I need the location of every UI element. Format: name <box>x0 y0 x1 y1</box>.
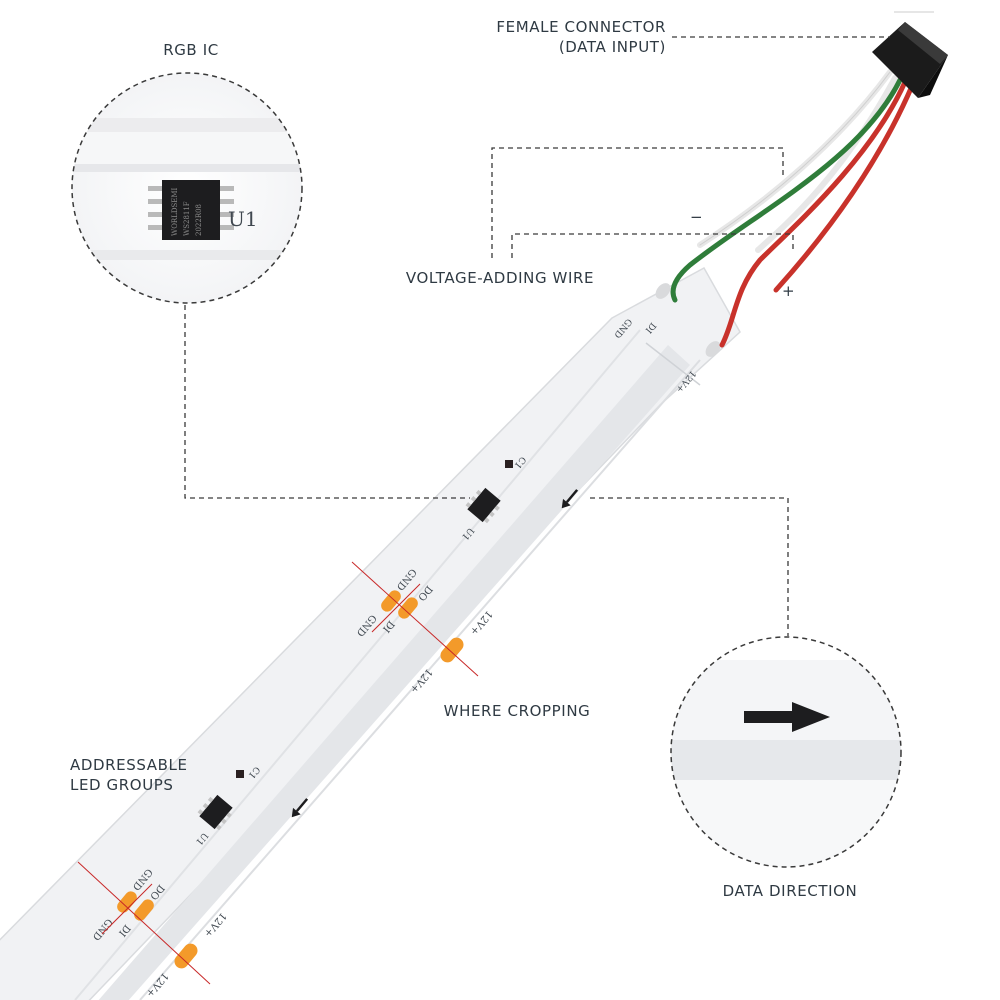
red-wire <box>719 79 908 348</box>
plus-sign: + <box>782 282 795 300</box>
voltage-leader-inner <box>511 233 794 258</box>
female-connector-label-line1: FEMALE CONNECTOR <box>496 18 666 36</box>
end-pad <box>705 341 721 357</box>
chip-marking-3: 2022R08 <box>195 204 203 236</box>
female-connector-label-line2: (DATA INPUT) <box>559 38 666 56</box>
chip-marking-1: WORLDSEMI <box>171 187 179 236</box>
solder-pads-1 <box>381 590 464 663</box>
end-pad <box>655 283 671 299</box>
flow-arrow-2 <box>291 798 309 818</box>
rgb-ic-label: RGB IC <box>163 41 219 59</box>
strip-body <box>0 266 741 1000</box>
data-direction-leader <box>590 497 789 636</box>
data-direction-label: DATA DIRECTION <box>723 882 858 900</box>
magnifier-rgb-ic: WORLDSEMI WS2811F 2022R08 U1 <box>71 72 303 304</box>
crop-line-1 <box>351 561 479 677</box>
end-cap-line <box>645 342 701 386</box>
addressable-led-groups-label-line2: LED GROUPS <box>70 776 174 794</box>
data-direction-arrow <box>744 702 830 732</box>
crop-tick-1 <box>371 583 421 633</box>
white-wire-edge <box>699 71 891 246</box>
addressable-led-groups-label-line1: ADDRESSABLE <box>70 756 188 774</box>
rgb-ic-chip <box>162 180 220 240</box>
leader-lines <box>184 36 890 636</box>
wires <box>670 69 915 348</box>
white-wire-2 <box>755 75 898 253</box>
strip-channel <box>98 345 690 1000</box>
female-connector <box>872 22 948 98</box>
green-wire <box>670 77 903 303</box>
chip-marking-2: WS2811F <box>183 201 191 236</box>
strip-edge-line <box>74 329 641 1000</box>
ic-chip-2 <box>197 794 233 831</box>
capacitor-1 <box>505 460 513 468</box>
ic-chip-1 <box>465 487 501 524</box>
led-strip <box>0 266 741 1000</box>
voltage-adding-wire-label: VOLTAGE-ADDING WIRE <box>406 269 594 287</box>
flow-arrow-1 <box>561 489 579 509</box>
solder-pads-2 <box>117 891 198 969</box>
magnifier-data-direction <box>670 636 902 868</box>
minus-sign: − <box>690 208 703 226</box>
strip-edge-line <box>139 359 701 1000</box>
where-cropping-label: WHERE CROPPING <box>444 702 591 720</box>
crop-tick-2 <box>101 883 153 935</box>
rgb-ic-u1-label: U1 <box>228 207 258 231</box>
red-wire-plus <box>773 83 915 293</box>
crop-line-2 <box>77 861 211 985</box>
rgb-ic-leader <box>184 305 470 499</box>
capacitor-2 <box>236 770 244 778</box>
voltage-leader-outer <box>491 147 784 258</box>
